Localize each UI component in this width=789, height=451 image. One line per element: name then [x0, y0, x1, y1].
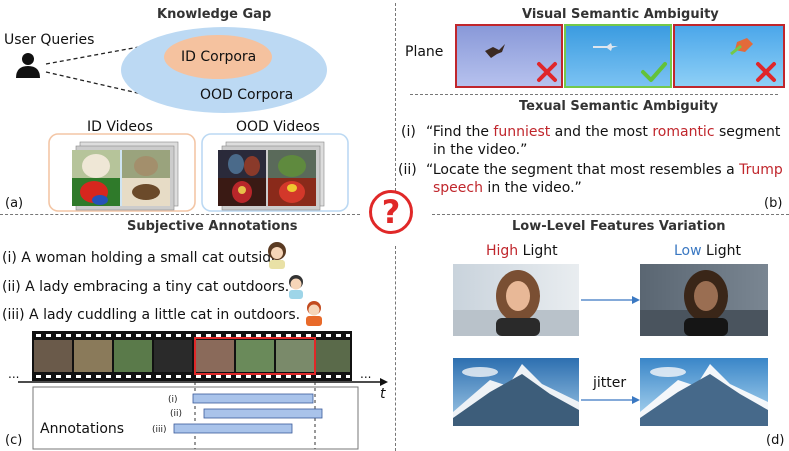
ood-corpora-label: OOD Corpora	[200, 87, 294, 103]
user-queries-label: User Queries	[4, 32, 95, 48]
low-level-images	[453, 264, 768, 426]
film-frames	[34, 340, 350, 372]
annotator-2-avatar	[289, 275, 303, 299]
wrong-mark-icon-2	[756, 62, 776, 82]
vertical-divider-top	[395, 3, 396, 211]
knowledge-gap-title: Knowledge Gap	[157, 7, 272, 22]
text-query-2-highlight-speech: speech	[433, 180, 483, 196]
annotation-bar-2	[203, 408, 323, 419]
bar-label-2: (ii)	[170, 409, 182, 419]
check-mark-icon	[641, 62, 667, 82]
time-axis-arrowhead	[380, 378, 388, 386]
bar-label-3: (iii)	[152, 425, 167, 435]
annotation-bar-3	[173, 423, 293, 434]
id-videos-label: ID Videos	[87, 119, 153, 135]
annotation-text-3: (iii) A lady cuddling a little cat in ou…	[2, 307, 301, 323]
horizontal-divider-right	[432, 214, 789, 215]
low-word: Low	[674, 243, 702, 259]
low-light-label: Low Light	[674, 243, 741, 259]
horizontal-divider-left	[0, 214, 360, 215]
text-query-2-number: (ii)	[398, 162, 417, 178]
text-query-1-part-c: segment	[714, 124, 781, 140]
vertical-divider-bottom	[395, 246, 396, 451]
visual-ambiguity-images	[455, 24, 785, 88]
textual-ambiguity-title: Texual Semantic Ambiguity	[519, 99, 719, 114]
id-video-thumbnails	[72, 141, 179, 211]
text-query-2-part-b: in the video.”	[482, 180, 582, 196]
text-query-1-line2: in the video.”	[433, 142, 528, 158]
text-query-1-number: (i)	[401, 124, 416, 140]
light-arrow-head	[632, 296, 640, 304]
text-query-1-part-b: and the most	[550, 124, 653, 140]
knowledge-gap-diagram	[16, 27, 349, 212]
ood-video-thumbnails	[218, 141, 325, 211]
text-query-2-highlight-trump: Trump	[739, 162, 783, 178]
text-query-1-highlight-funniest: funniest	[493, 124, 551, 140]
image-bird	[455, 24, 563, 88]
film-highlight-segment	[194, 337, 316, 375]
visual-textual-divider	[410, 94, 778, 95]
high-light-word: Light	[518, 243, 558, 259]
bar-label-1: (i)	[168, 395, 178, 405]
panel-label-b: (b)	[764, 196, 783, 211]
low-light-image	[640, 264, 768, 336]
annotation-timeline: (i) (ii) (iii) ... ... t Annotations	[8, 331, 388, 450]
visual-ambiguity-title: Visual Semantic Ambiguity	[522, 7, 719, 22]
text-query-2-line1: “Locate the segment that most resembles …	[426, 162, 783, 178]
annotator-3-avatar	[306, 301, 322, 326]
question-mark-symbol: ?	[381, 193, 401, 231]
panel-label-a: (a)	[5, 196, 24, 211]
bright-light-image	[453, 264, 579, 336]
axis-ellipsis-right: ...	[360, 367, 371, 381]
low-level-title: Low-Level Features Variation	[512, 219, 726, 234]
text-query-1-highlight-romantic: romantic	[652, 124, 715, 140]
user-icon	[16, 53, 40, 78]
high-word: High	[486, 243, 519, 259]
plane-icon	[593, 43, 618, 51]
annotations-label: Annotations	[40, 421, 124, 437]
annotator-1-avatar	[268, 242, 286, 269]
ood-videos-label: OOD Videos	[236, 119, 320, 135]
time-axis-label: t	[380, 386, 386, 402]
high-light-label: High Light	[486, 243, 558, 259]
annotator-avatars	[268, 242, 322, 326]
question-mark-icon: ?	[369, 190, 413, 234]
low-light-word: Light	[701, 243, 741, 259]
id-corpora-label: ID Corpora	[181, 49, 257, 65]
panel-label-d: (d)	[766, 433, 785, 448]
annotation-text-1: (i) A woman holding a small cat outside.	[2, 250, 285, 266]
bird-icon	[485, 44, 505, 58]
text-query-2-line2: speech in the video.”	[433, 180, 582, 196]
jitter-arrow-head	[632, 396, 640, 404]
plane-query-label: Plane	[405, 44, 444, 60]
annotation-bar-1	[192, 393, 314, 404]
image-kite	[673, 24, 785, 88]
film-perforations	[36, 334, 350, 378]
wrong-mark-icon-1	[537, 62, 557, 82]
text-query-1-part-a: “Find the	[426, 124, 494, 140]
mountain-image-original	[453, 358, 579, 426]
subjective-annotations-title: Subjective Annotations	[127, 219, 298, 234]
jitter-label: jitter	[593, 375, 627, 391]
annotation-text-2: (ii) A lady embracing a tiny cat outdoor…	[2, 279, 290, 295]
text-query-2-part-a: “Locate the segment that most resembles …	[426, 162, 740, 178]
id-corpora-ellipse	[164, 35, 272, 79]
text-query-1-line1: “Find the funniest and the most romantic…	[426, 124, 780, 140]
mountain-image-jittered	[640, 358, 768, 426]
axis-ellipsis-left: ...	[8, 367, 19, 381]
panel-label-c: (c)	[5, 433, 23, 448]
